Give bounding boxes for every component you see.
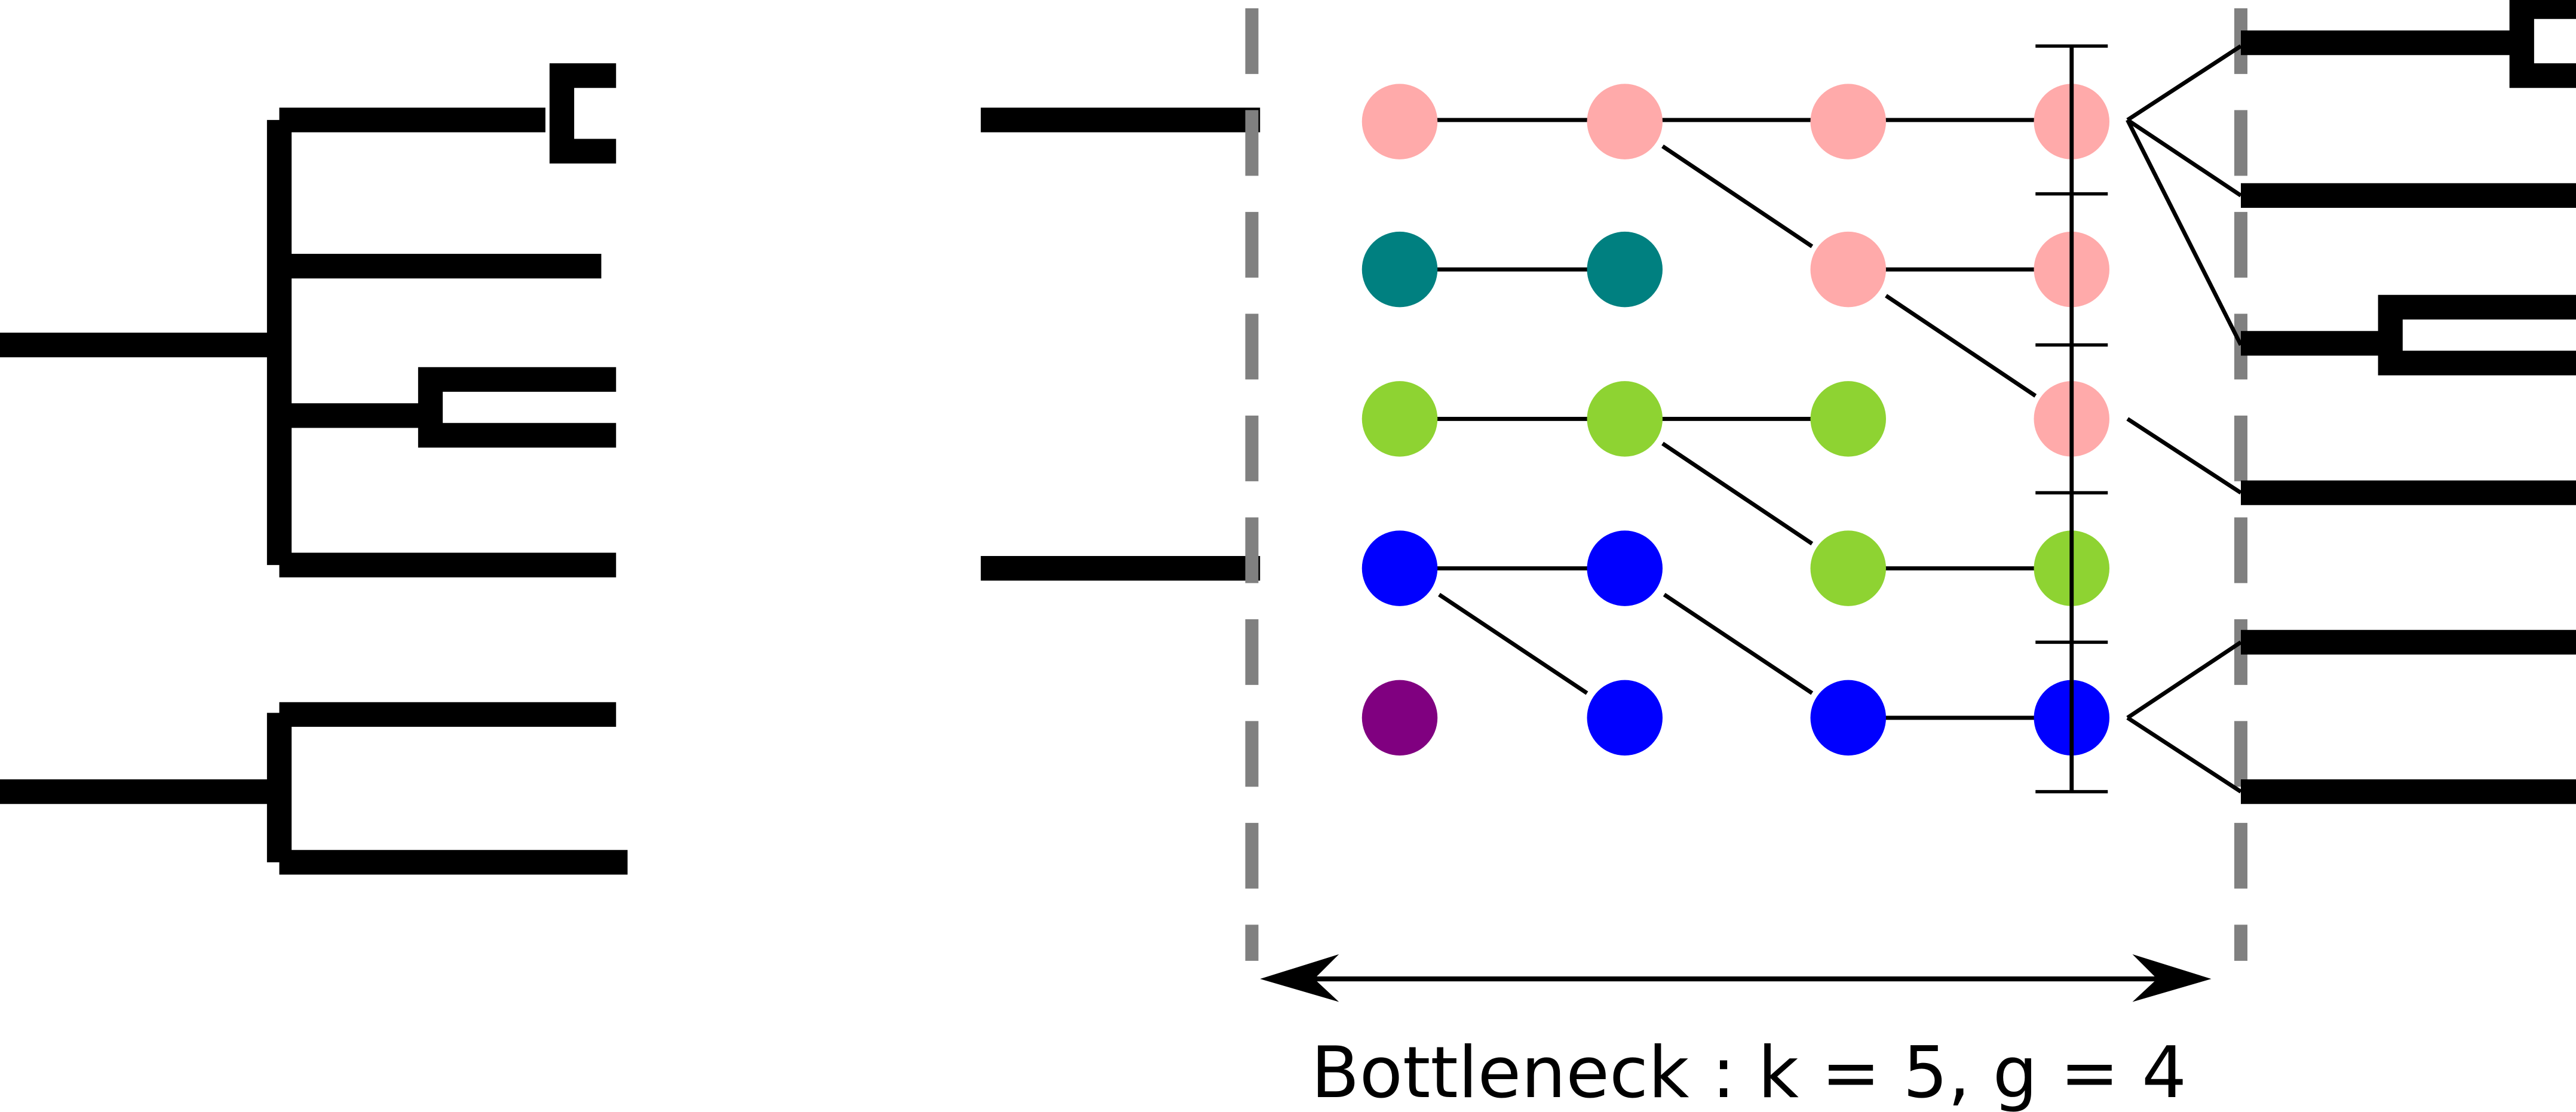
- genealogy-links: [1400, 118, 2072, 720]
- individual-blue: [1587, 530, 1663, 606]
- bottleneck-span-arrow: [1260, 954, 2212, 1002]
- individual-pink: [1361, 84, 1438, 159]
- individual-blue: [1587, 680, 1663, 756]
- left-tree-upper: [0, 63, 617, 577]
- individual-blue: [1810, 680, 1886, 756]
- individual-teal: [1361, 231, 1438, 308]
- individual-green: [1810, 530, 1886, 606]
- individual-pink: [1810, 231, 1886, 308]
- individual-green: [1810, 381, 1886, 457]
- output-links: [2126, 44, 2243, 794]
- individual-purple: [1361, 680, 1438, 756]
- sample-axis: [2035, 44, 2108, 794]
- individual-green: [1361, 381, 1438, 457]
- bottleneck-boundaries: [1245, 8, 2247, 961]
- right-tree: [2241, 0, 2576, 804]
- left-tree-lower: [0, 702, 628, 875]
- individual-teal: [1587, 231, 1663, 308]
- bottleneck-caption: Bottleneck : k = 5, g = 4: [1311, 1031, 2187, 1112]
- incoming-lineages: [980, 107, 1261, 581]
- individual-blue: [1361, 530, 1438, 606]
- individual-green: [1587, 381, 1663, 457]
- individual-pink: [1587, 84, 1663, 159]
- individual-pink: [1810, 84, 1886, 159]
